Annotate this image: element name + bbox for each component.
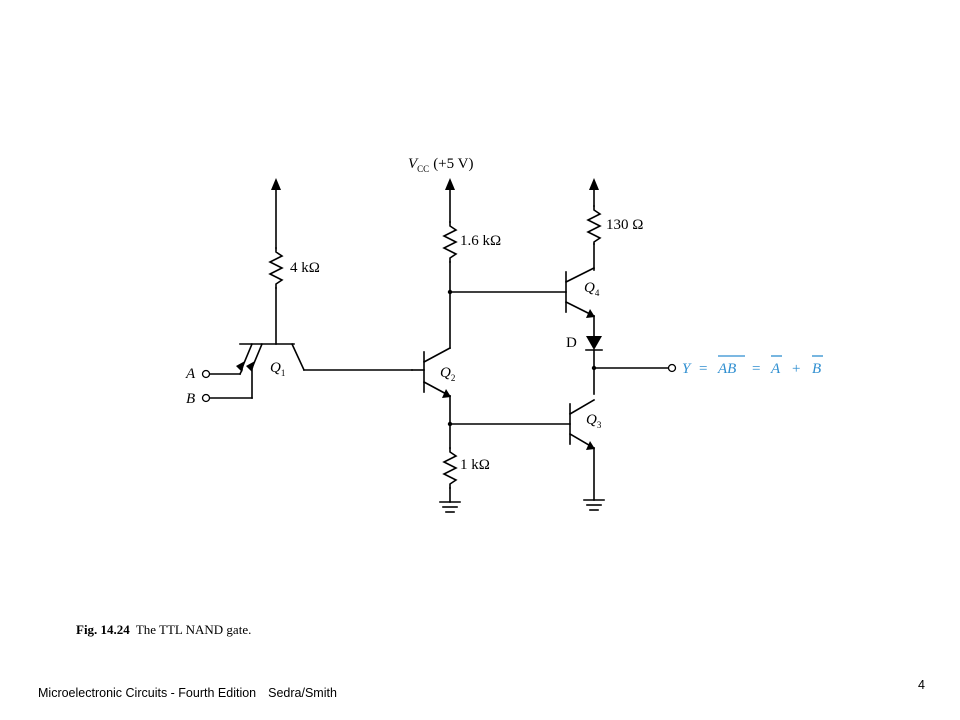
- resistor-1k: [442, 447, 458, 489]
- output-b-bar: B: [812, 361, 821, 377]
- transistor-q2: [411, 346, 452, 398]
- figure-caption-text: The TTL NAND gate.: [135, 622, 252, 637]
- label-resistor-1k: 1 kΩ: [460, 457, 490, 473]
- input-b[interactable]: [201, 369, 253, 403]
- transistor-q3: [568, 398, 596, 450]
- label-input-b: B: [186, 391, 195, 407]
- label-resistor-4k: 4 kΩ: [290, 260, 320, 276]
- output-plus: +: [792, 361, 800, 377]
- output-terminal[interactable]: [667, 363, 677, 373]
- footer-book-info: Microelectronic Circuits - Fourth Editio…: [38, 686, 337, 700]
- footer-authors: Sedra/Smith: [268, 686, 337, 700]
- label-diode: D: [566, 335, 577, 351]
- supply-arrow-vcc: [445, 178, 455, 223]
- label-q4: Q4: [584, 280, 600, 298]
- resistor-1k6: [442, 221, 458, 263]
- output-expression: Y = AB = A + B: [682, 355, 823, 377]
- figure-number: Fig. 14.24: [76, 622, 130, 637]
- label-resistor-1k6: 1.6 kΩ: [460, 233, 501, 249]
- transistor-q4: [564, 266, 596, 318]
- supply-arrow-q1: [271, 178, 281, 249]
- output-ab: AB: [717, 361, 736, 377]
- ground-q2: [439, 501, 461, 513]
- resistor-4k: [268, 247, 284, 289]
- footer-book-title: Microelectronic Circuits - Fourth Editio…: [38, 686, 257, 700]
- supply-arrow-q4: [589, 178, 599, 207]
- figure-caption: Fig. 14.24 The TTL NAND gate.: [76, 622, 251, 638]
- label-resistor-130: 130 Ω: [606, 217, 643, 233]
- transistor-q1: [236, 342, 306, 372]
- diode-d: [585, 336, 603, 351]
- label-q2: Q2: [440, 365, 455, 383]
- label-input-a: A: [185, 366, 196, 382]
- resistor-130: [586, 205, 602, 245]
- input-a[interactable]: [201, 368, 244, 379]
- label-q1: Q1: [270, 360, 285, 378]
- output-equals-1: =: [699, 361, 707, 377]
- output-y: Y: [682, 361, 692, 377]
- page-number: 4: [918, 678, 925, 692]
- output-a-bar: A: [770, 361, 781, 377]
- label-q3: Q3: [586, 412, 602, 430]
- label-supply: VCC(+5 V): [408, 156, 473, 174]
- output-equals-2: =: [752, 361, 760, 377]
- ground-q3: [583, 499, 605, 511]
